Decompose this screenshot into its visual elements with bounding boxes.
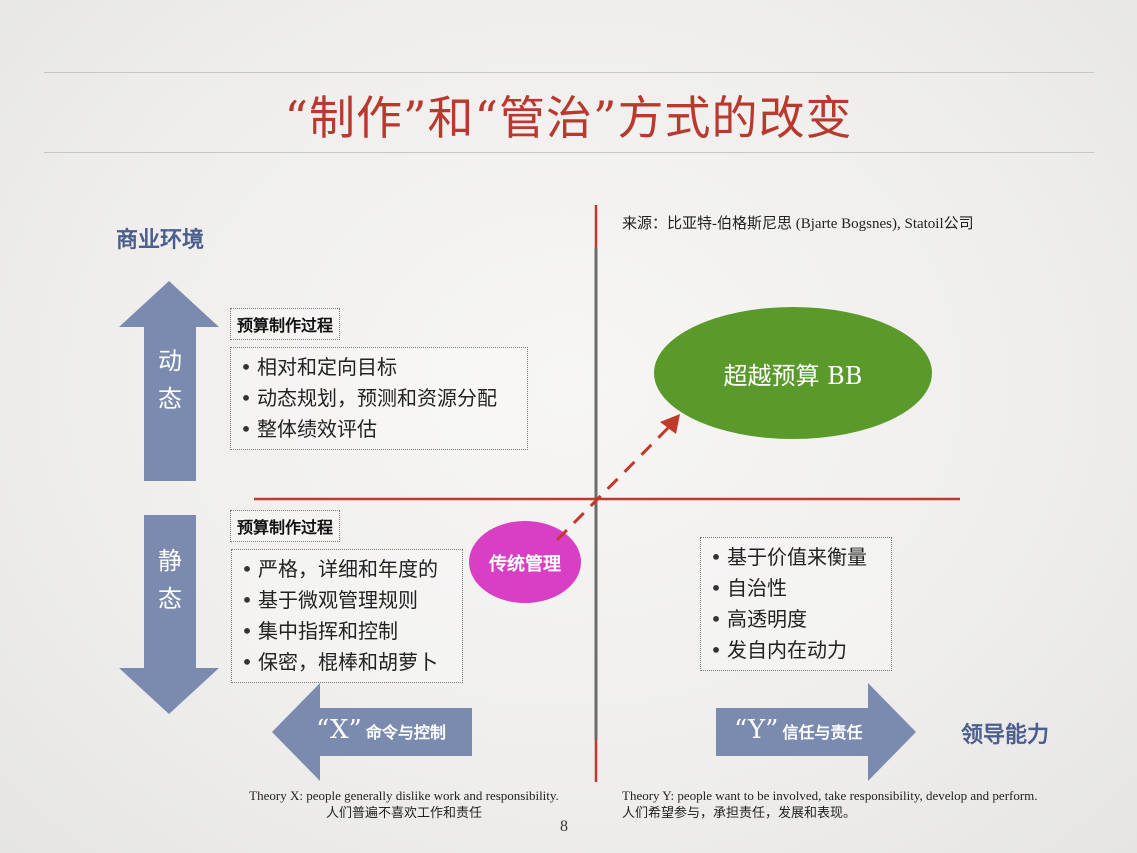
theory-y-zh: 人们希望参与，承担责任，发展和表现。 [622,805,857,820]
x-left-arrow [272,683,472,781]
trend-arrow-head [660,414,680,434]
y-arrow-label: “Y” 信任与责任 [734,715,863,745]
x-arrow-small: 命令与控制 [365,723,446,742]
list-item: 严格，详细和年度的 [236,554,456,585]
static-down-arrow [119,515,219,714]
list-item: 高透明度 [705,604,885,635]
x-arrow-label: “X” 命令与控制 [316,715,446,745]
list-item: 整体绩效评估 [235,414,521,445]
traditional-ellipse [469,521,581,603]
theory-y-box-list: 基于价值来衡量 自治性 高透明度 发自内在动力 [700,537,892,671]
dynamic-char-2: 态 [158,385,182,413]
dynamic-box-list: 相对和定向目标 动态规划，预测和资源分配 整体绩效评估 [230,347,528,450]
static-char-2: 态 [158,585,182,613]
title-divider [44,152,1094,153]
bb-ellipse [654,307,932,439]
static-box-header: 预算制作过程 [230,510,341,542]
theory-y-footnote: Theory Y: people want to be involved, ta… [622,787,1102,821]
list-item: 基于微观管理规则 [236,585,456,616]
traditional-ellipse-label: 传统管理 [489,554,561,575]
theory-x-footnote: Theory X: people generally dislike work … [214,787,594,821]
list-item: 自治性 [705,573,885,604]
list-item: 相对和定向目标 [235,352,521,383]
x-arrow-big: “X” [316,715,362,745]
list-item: 发自内在动力 [705,635,885,666]
dynamic-char-1: 动 [158,347,182,375]
y-right-arrow [716,683,916,781]
y-arrow-small: 信任与责任 [782,723,863,742]
list-item: 基于价值来衡量 [705,542,885,573]
bb-ellipse-label: 超越预算 BB [723,362,863,390]
leadership-label: 领导能力 [961,723,1050,748]
trend-dashed-arrow [555,426,670,542]
dynamic-box-header: 预算制作过程 [230,308,341,340]
static-char-1: 静 [158,547,182,575]
list-item: 保密，棍棒和胡萝卜 [236,647,456,678]
source-citation: 来源：比亚特-伯格斯尼思 (Bjarte Bogsnes), Statoil公司 [622,216,974,232]
page-number: 8 [560,818,568,835]
dynamic-up-arrow [119,281,219,481]
theory-y-en: Theory Y: people want to be involved, ta… [622,788,1038,803]
y-arrow-big: “Y” [734,715,779,745]
theory-x-zh: 人们普遍不喜欢工作和责任 [325,805,482,820]
theory-x-en: Theory X: people generally dislike work … [249,788,559,803]
list-item: 集中指挥和控制 [236,616,456,647]
page-title: “制作”和“管治”方式的改变 [284,91,853,145]
business-environment-label: 商业环境 [116,228,205,253]
list-item: 动态规划，预测和资源分配 [235,383,521,414]
top-divider [44,72,1094,73]
static-box-list: 严格，详细和年度的 基于微观管理规则 集中指挥和控制 保密，棍棒和胡萝卜 [231,549,463,683]
